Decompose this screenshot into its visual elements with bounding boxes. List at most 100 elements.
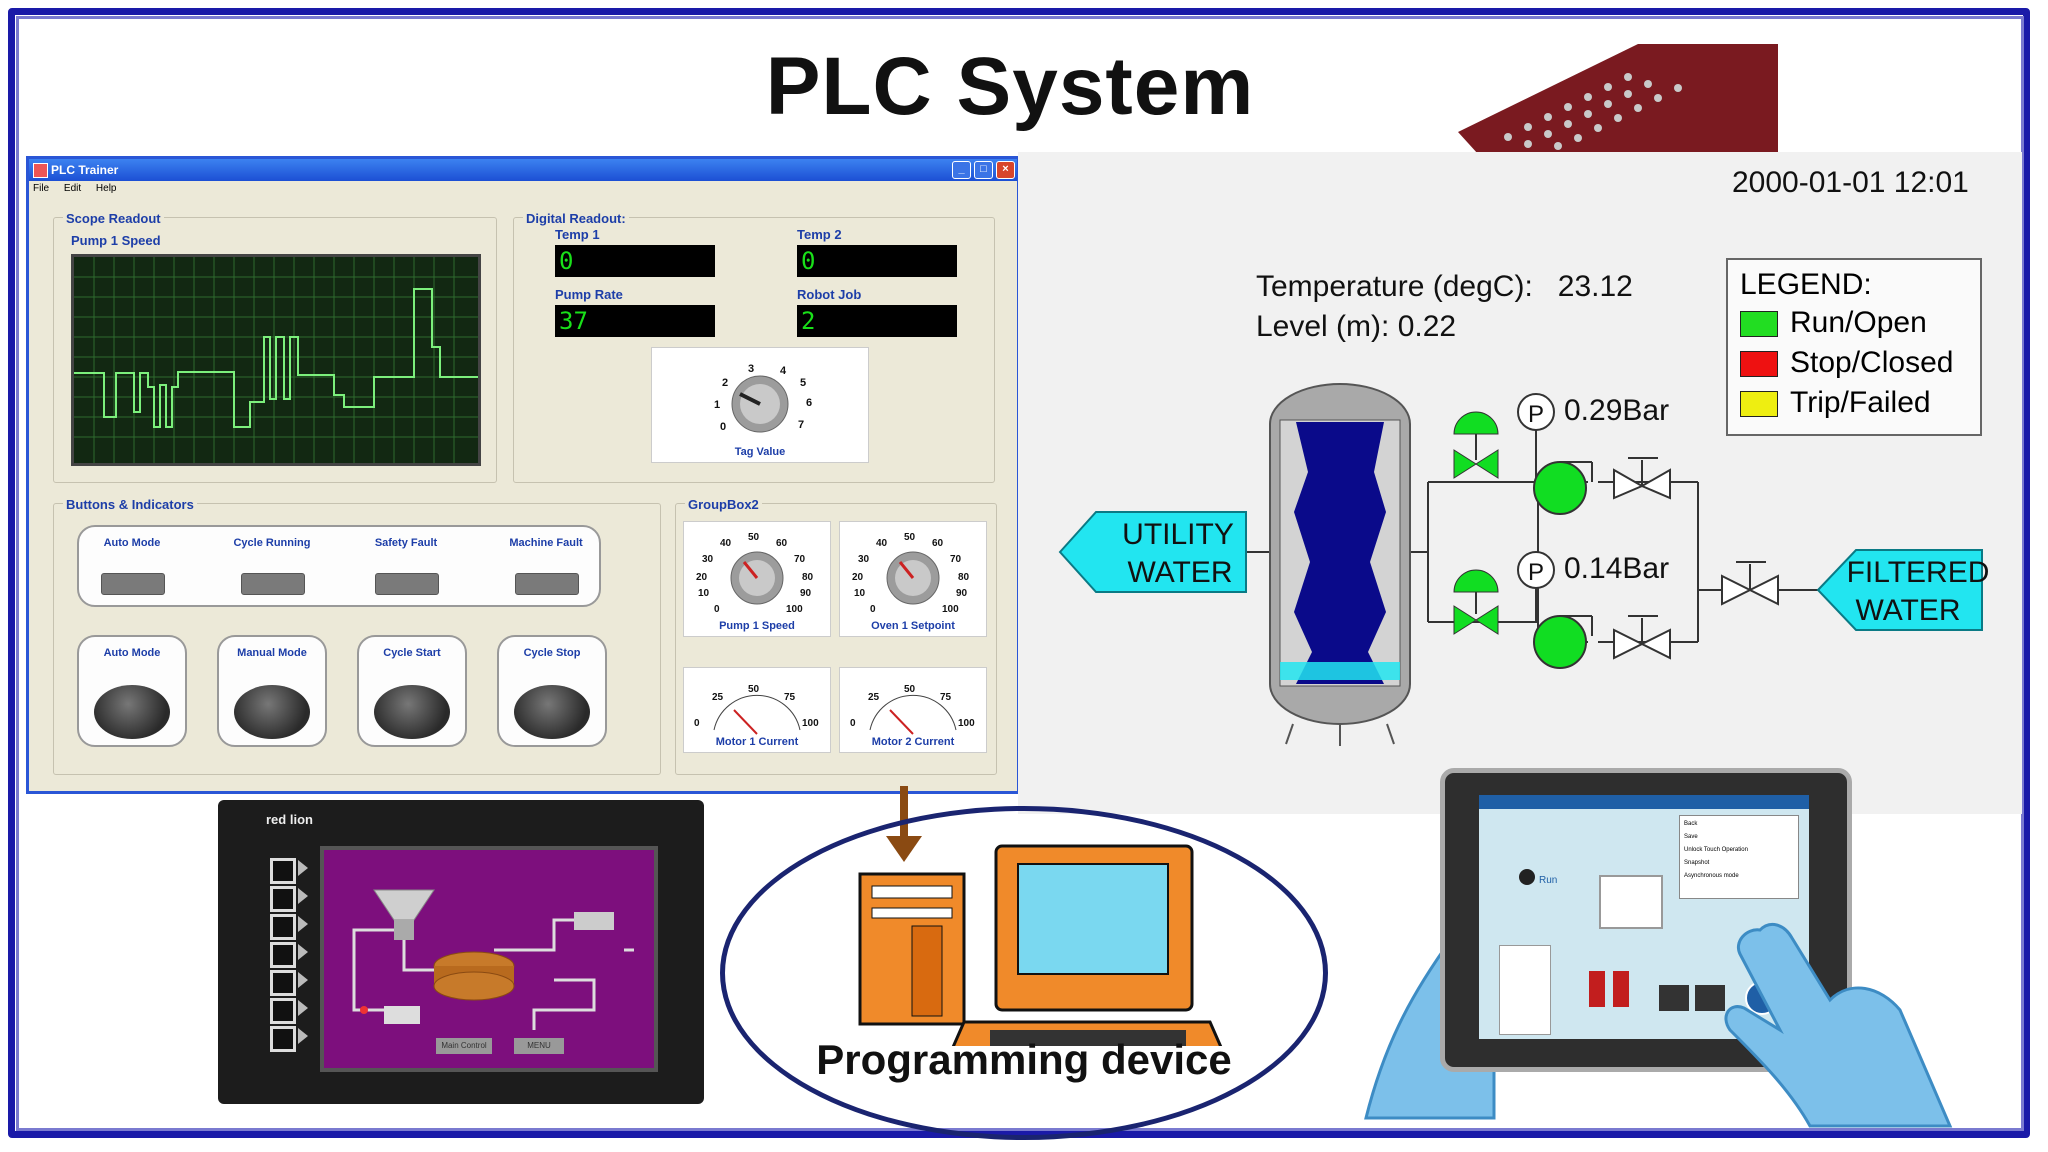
scope-group [53,217,497,483]
meter1-tick-100: 100 [802,718,819,729]
meter1-tick-50: 50 [748,684,760,695]
cycle-start-button-label: Cycle Start [383,647,441,659]
robot-job-readout: 2 [797,305,957,337]
process-diagram: UTILITY WATER FILTERED WATER [1058,383,1989,746]
hmi-terminal: red lion [218,800,704,1104]
indicator-label-machine-fault: Machine Fault [509,537,583,549]
tablet-menu-item-save[interactable]: Save [1684,834,1698,840]
dial1-tick-20: 20 [696,572,708,583]
hmi-arrow-icon [298,1000,308,1016]
digital-readout-group [513,217,995,483]
tablet-device: Run Back Save Unlock Touch Operation Sna… [1440,768,1852,1072]
groupbox2-label: GroupBox2 [685,497,762,512]
temperature-readout: Temperature (degC): 23.12 [1256,270,1633,303]
minimize-button[interactable]: _ [952,161,971,179]
tablet-run-indicator [1519,869,1535,885]
plc-trainer-window: PLC Trainer _ □ × File Edit Help Scope R… [26,156,1020,794]
pressure-symbol-upper: P [1528,401,1544,428]
hmi-softkey [270,886,296,912]
meter2-tick-25: 25 [868,692,880,703]
close-button[interactable]: × [996,161,1015,179]
pump-rate-readout: 37 [555,305,715,337]
hmi-softkey [270,858,296,884]
dial1-tick-60: 60 [776,538,788,549]
pump1-speed-dial[interactable]: 0 10 20 30 40 50 60 70 80 90 100 Pump 1 … [683,521,831,637]
dial2-tick-0: 0 [870,604,876,615]
pump-upper-icon [1533,461,1593,515]
tablet-status-button[interactable] [1659,985,1689,1011]
dial1-tick-0: 0 [714,604,720,615]
maximize-button[interactable]: □ [974,161,993,179]
meter2-tick-75: 75 [940,692,952,703]
dial-knob-icon: 0 10 20 30 40 50 60 70 80 90 100 [852,532,970,615]
tablet-status-button[interactable] [1695,985,1725,1011]
tag-value-label: Tag Value [734,446,786,458]
meter2-tick-0: 0 [850,718,856,729]
tag-tick-4: 4 [780,365,787,377]
tag-tick-2: 2 [722,377,728,389]
menu-help[interactable]: Help [95,183,117,194]
dial2-tick-100: 100 [942,604,959,615]
tablet-menu-item-back[interactable]: Back [1684,821,1698,827]
manual-mode-button[interactable]: Manual Mode [217,635,327,747]
hmi-menu-button[interactable]: MENU [514,1038,564,1054]
oven1-setpoint-dial[interactable]: 0 10 20 30 40 50 60 70 80 90 100 Oven 1 … [839,521,987,637]
tag-tick-5: 5 [800,377,806,389]
pushbutton-cap [94,685,170,739]
cycle-start-button[interactable]: Cycle Start [357,635,467,747]
dial2-tick-60: 60 [932,538,944,549]
pressure-readout-lower: 0.14Bar [1564,552,1669,585]
tablet-toggle-switch[interactable] [1589,971,1605,1007]
tablet-toggle-switch[interactable] [1613,971,1629,1007]
legend-title: LEGEND: [1740,268,1872,301]
app-icon [33,163,48,178]
tablet-run-label: Run [1539,875,1558,886]
legend-stop-closed: Stop/Closed [1740,346,1953,380]
dial-knob-icon: 0 10 20 30 40 50 60 70 80 90 100 [696,532,814,615]
dial2-tick-70: 70 [950,554,962,565]
legend-swatch-red [1740,351,1778,378]
auto-mode-button-label: Auto Mode [103,647,161,659]
motor1-current-label: Motor 1 Current [715,736,799,748]
pressure-readout-upper: 0.29Bar [1564,394,1669,427]
hmi-main-control-button[interactable]: Main Control [436,1038,492,1054]
pushbutton-cap [234,685,310,739]
hmi-brand: red lion [266,812,313,827]
pressure-symbol-lower: P [1528,559,1544,586]
filter-tank-icon [1269,383,1411,746]
tablet-toolbar [1479,795,1809,809]
motor2-current-label: Motor 2 Current [871,736,955,748]
tag-tick-0: 0 [720,421,726,433]
legend-stop-closed-label: Stop/Closed [1790,346,1954,379]
cycle-stop-button[interactable]: Cycle Stop [497,635,607,747]
groupbox2 [675,503,997,775]
dial1-tick-50: 50 [748,532,760,543]
tablet-menu-item-unlock[interactable]: Unlock Touch Operation [1684,847,1748,853]
hmi-arrow-icon [298,860,308,876]
auto-mode-button[interactable]: Auto Mode [77,635,187,747]
temp2-label: Temp 2 [797,227,842,242]
tablet-menu-item-snapshot[interactable]: Snapshot [1684,860,1710,866]
menu-file[interactable]: File [33,183,50,194]
legend-box: LEGEND: Run/Open Stop/Closed Trip/Failed [1726,258,1982,436]
analog-meter-icon: 0 25 50 75 100 [694,684,819,735]
hmi-softkey [270,970,296,996]
dial1-tick-80: 80 [802,572,814,583]
inlet-label-line1: UTILITY [1122,518,1234,551]
dial1-tick-70: 70 [794,554,806,565]
digital-readout-label: Digital Readout: [523,211,629,226]
cycle-stop-button-label: Cycle Stop [523,647,581,659]
indicator-lamp-auto-mode [101,573,165,595]
legend-swatch-yellow [1740,391,1778,418]
indicator-label-cycle-running: Cycle Running [233,537,311,549]
menu-edit[interactable]: Edit [63,183,82,194]
dial1-tick-30: 30 [702,554,714,565]
programming-device-label: Programming device [816,1036,1232,1083]
tablet-menu-item-async[interactable]: Asynchronous mode [1684,873,1739,879]
motor1-current-meter: 0 25 50 75 100 Motor 1 Current [683,667,831,753]
pushbutton-cap [374,685,450,739]
hmi-screen: Main Control MENU [320,846,658,1072]
tag-value-selector[interactable]: 0 1 2 3 4 5 6 7 Tag Value [651,347,869,463]
pushbutton-cap [514,685,590,739]
